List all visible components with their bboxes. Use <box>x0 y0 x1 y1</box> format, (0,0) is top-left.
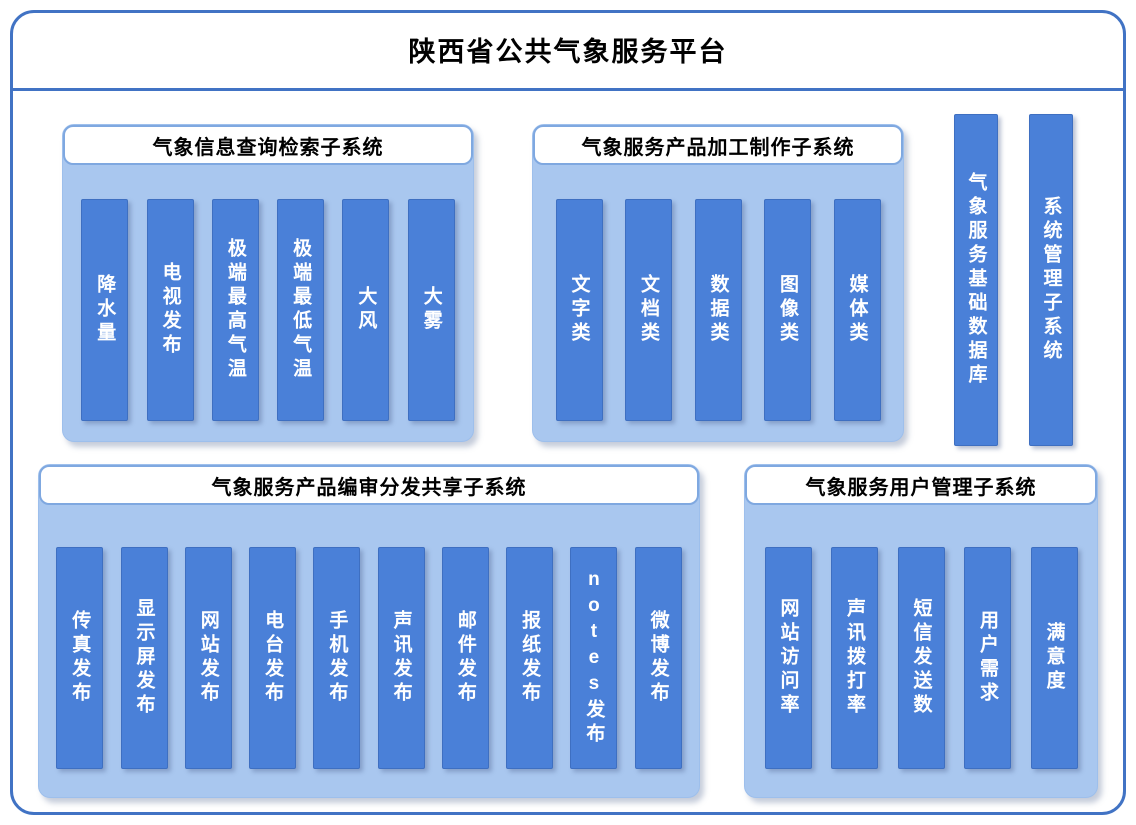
panel-distribution-items: 传真发布 显示屏发布 网站发布 电台发布 手机发布 <box>39 505 699 797</box>
system-management-bar-label: 系统管理子系统 <box>1040 196 1062 364</box>
subsystem-item-bar: 数据类 <box>694 199 742 421</box>
subsystem-item-label: 文字类 <box>568 274 590 346</box>
subsystem-item-label: 微博发布 <box>647 610 669 706</box>
subsystem-item-label: 图像类 <box>777 274 798 346</box>
outer-frame <box>10 10 1126 815</box>
subsystem-item-bar: 微博发布 <box>634 547 682 769</box>
subsystem-item-label: 短信发送数 <box>910 598 932 718</box>
subsystem-item-bar: 降水量 <box>81 199 129 421</box>
page-title: 陕西省公共气象服务平台 <box>408 37 728 67</box>
subsystem-item-label: 声讯发布 <box>390 610 412 706</box>
subsystem-item-label: 文档类 <box>638 274 659 346</box>
panel-processing-subsystem: 气象服务产品加工制作子系统 文字类 文档类 数据类 图像类 <box>532 124 904 442</box>
subsystem-item-bar: 大风 <box>342 199 390 421</box>
subsystem-item-bar: 媒体类 <box>833 199 881 421</box>
title-divider <box>10 88 1126 91</box>
subsystem-item-bar: 传真发布 <box>56 547 104 769</box>
subsystem-item-label: 满意度 <box>1043 622 1065 694</box>
panel-distribution-title: 气象服务产品编审分发共享子系统 <box>39 465 699 505</box>
panel-users-items: 网站访问率 声讯拨打率 短信发送数 用户需求 满意度 <box>745 505 1097 797</box>
subsystem-item-label: 大雾 <box>420 286 442 334</box>
subsystem-item-label: 电台发布 <box>262 610 284 706</box>
subsystem-item-bar: 网站发布 <box>184 547 232 769</box>
subsystem-item-label: 数据类 <box>707 274 729 346</box>
database-bar: 气象服务基础数据库 <box>954 114 998 446</box>
subsystem-item-bar: 电台发布 <box>249 547 297 769</box>
subsystem-item-label: 媒体类 <box>846 274 868 346</box>
subsystem-item-label: 邮件发布 <box>454 610 476 706</box>
subsystem-item-label: notes发布 <box>583 569 605 747</box>
subsystem-item-bar: 网站访问率 <box>764 547 812 769</box>
panel-processing-title: 气象服务产品加工制作子系统 <box>533 125 903 165</box>
panel-query-title: 气象信息查询检索子系统 <box>63 125 473 165</box>
subsystem-item-label: 极端最高气温 <box>224 238 246 382</box>
subsystem-item-bar: 邮件发布 <box>441 547 489 769</box>
subsystem-item-bar: 文字类 <box>555 199 603 421</box>
database-bar-label: 气象服务基础数据库 <box>965 172 987 388</box>
subsystem-item-label: 显示屏发布 <box>133 598 155 718</box>
subsystem-item-bar: 短信发送数 <box>897 547 945 769</box>
subsystem-item-label: 报纸发布 <box>519 610 541 706</box>
subsystem-item-bar: 文档类 <box>625 199 672 421</box>
subsystem-item-bar: 极端最高气温 <box>211 199 259 421</box>
panel-users-subsystem: 气象服务用户管理子系统 网站访问率 声讯拨打率 短信发送数 用户需求 <box>744 464 1098 798</box>
system-management-bar: 系统管理子系统 <box>1029 114 1073 446</box>
subsystem-item-label: 降水量 <box>94 274 116 346</box>
subsystem-item-label: 极端最低气温 <box>290 238 312 382</box>
subsystem-item-bar: 用户需求 <box>964 547 1011 769</box>
subsystem-item-bar: 极端最低气温 <box>277 199 325 421</box>
subsystem-item-label: 用户需求 <box>977 610 998 706</box>
subsystem-item-label: 大风 <box>355 286 377 334</box>
subsystem-item-bar: 大雾 <box>407 199 455 421</box>
panel-users-title: 气象服务用户管理子系统 <box>745 465 1097 505</box>
subsystem-item-bar: 声讯拨打率 <box>831 547 878 769</box>
panel-processing-items: 文字类 文档类 数据类 图像类 媒体类 <box>533 165 903 441</box>
subsystem-item-bar: 图像类 <box>764 199 811 421</box>
subsystem-item-label: 声讯拨打率 <box>844 598 865 718</box>
subsystem-item-label: 手机发布 <box>326 610 348 706</box>
subsystem-item-label: 电视发布 <box>159 262 181 358</box>
subsystem-item-bar: 声讯发布 <box>377 547 425 769</box>
subsystem-item-label: 网站访问率 <box>777 598 799 718</box>
panel-query-items: 降水量 电视发布 极端最高气温 极端最低气温 大风 <box>63 165 473 441</box>
subsystem-item-bar: 显示屏发布 <box>120 547 168 769</box>
subsystem-item-label: 网站发布 <box>197 610 219 706</box>
subsystem-item-bar: notes发布 <box>570 547 618 769</box>
panel-query-subsystem: 气象信息查询检索子系统 降水量 电视发布 极端最高气温 极端最低气温 <box>62 124 474 442</box>
subsystem-item-bar: 电视发布 <box>146 199 194 421</box>
panel-distribution-subsystem: 气象服务产品编审分发共享子系统 传真发布 显示屏发布 网站发布 电台发布 <box>38 464 700 798</box>
subsystem-item-bar: 报纸发布 <box>506 547 554 769</box>
subsystem-item-bar: 满意度 <box>1030 547 1078 769</box>
subsystem-item-bar: 手机发布 <box>313 547 361 769</box>
subsystem-item-label: 传真发布 <box>69 610 91 706</box>
